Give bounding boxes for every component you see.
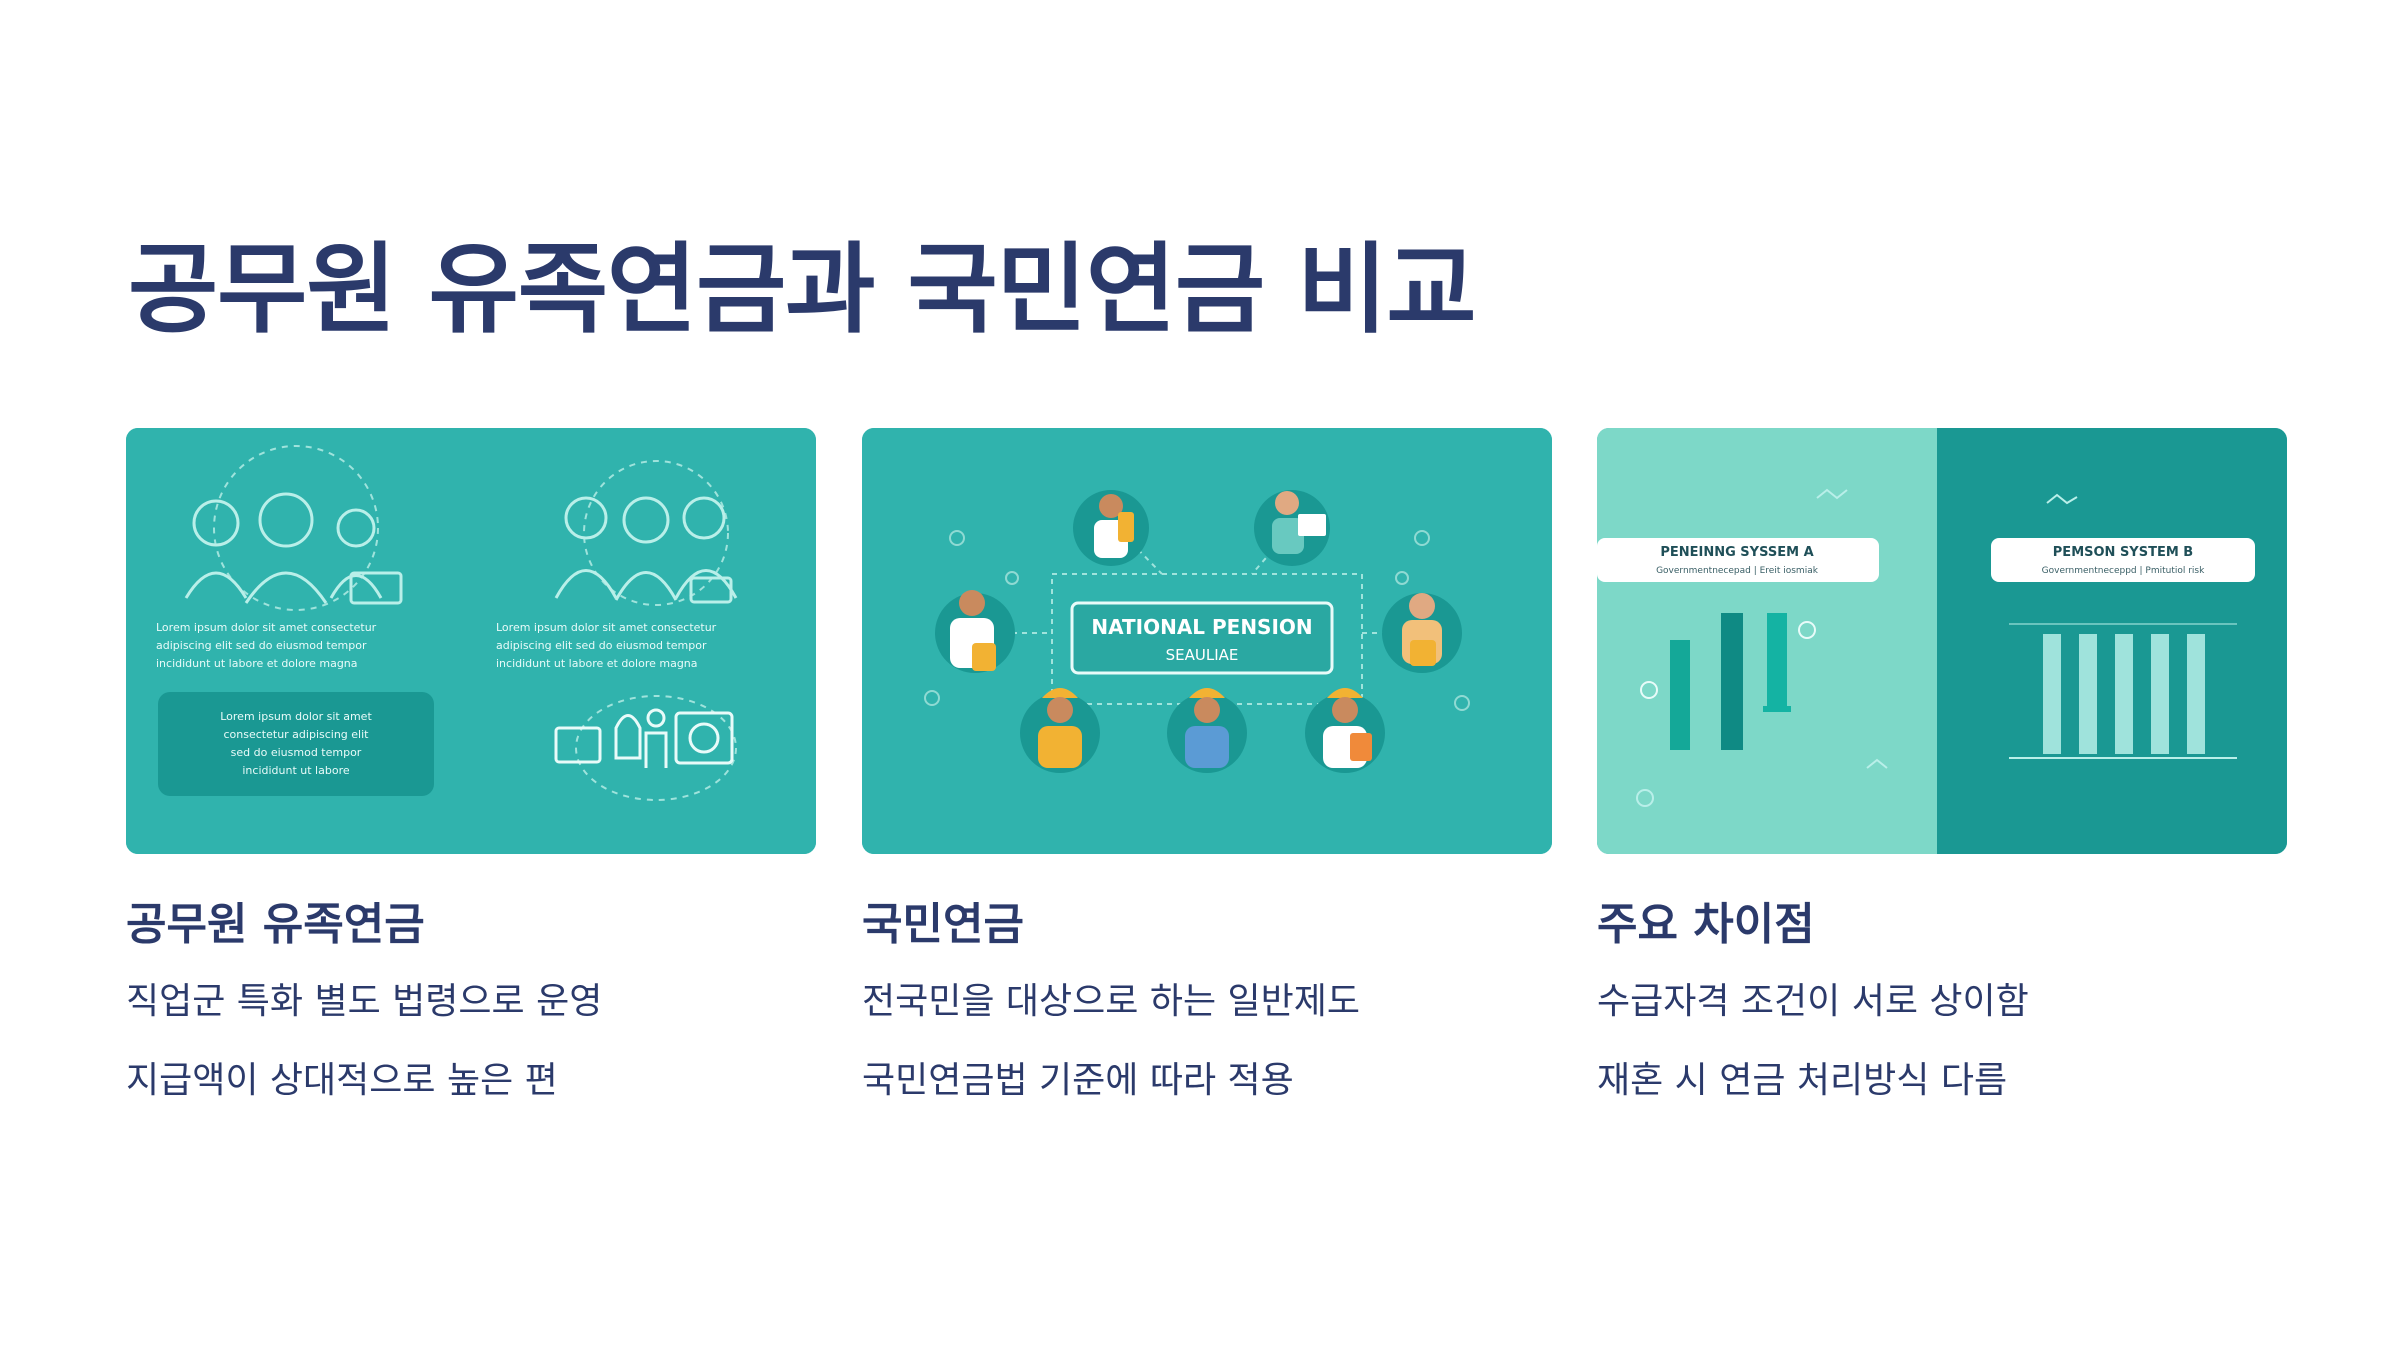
left-text-line-2: adipiscing elit sed do eiusmod tempor — [156, 639, 367, 652]
construction-worker-2-icon — [1167, 688, 1247, 773]
card-point-2: 지급액이 상대적으로 높은 편 — [126, 1059, 558, 1101]
people-group-right-icon — [554, 496, 738, 604]
left-text-line-1: Lorem ipsum dolor sit amet consectetur — [156, 621, 377, 634]
left-text-line-3: incididunt ut labore et dolore magna — [156, 657, 358, 670]
system-b-label: PEMSON SYSTEM B — [2053, 545, 2193, 560]
box-text-line-3: sed do eiusmod tempor — [231, 746, 362, 759]
box-text-line-2: consectetur adipiscing elit — [224, 728, 370, 741]
card-point-1: 전국민을 대상으로 하는 일반제도 — [862, 981, 1361, 1023]
doctor-with-coins-icon — [935, 590, 1015, 673]
card-point-1: 수급자격 조건이 서로 상이함 — [1597, 981, 2029, 1023]
card-heading: 국민연금 — [862, 899, 1024, 950]
card-key-differences: PENEINNG SYSSEM A Governmentnecepad | Er… — [1597, 428, 2287, 1105]
devices-icon — [554, 708, 734, 768]
civil-servant-illustration: Lorem ipsum dolor sit amet consectetur a… — [126, 428, 816, 854]
national-pension-illustration-svg: NATIONAL PENSION SEAULIAE — [862, 428, 1552, 854]
page-title: 공무원 유족연금과 국민연금 비교 — [128, 233, 1477, 347]
people-group-left-icon — [184, 492, 403, 605]
card-heading: 주요 차이점 — [1597, 899, 1815, 950]
system-a-label: PENEINNG SYSSEM A — [1660, 545, 1813, 560]
worker-with-coins-icon — [1382, 593, 1462, 673]
pension-box-title: NATIONAL PENSION — [1091, 615, 1312, 639]
box-text-line-4: incididunt ut labore — [242, 764, 349, 777]
right-text-line-2: adipiscing elit sed do eiusmod tempor — [496, 639, 707, 652]
card-point-2: 재혼 시 연금 처리방식 다름 — [1597, 1059, 2008, 1101]
box-text-line-1: Lorem ipsum dolor sit amet — [220, 710, 372, 723]
civil-servant-illustration-svg: Lorem ipsum dolor sit amet consectetur a… — [126, 428, 816, 854]
right-text-line-3: incididunt ut labore et dolore magna — [496, 657, 698, 670]
national-pension-illustration: NATIONAL PENSION SEAULIAE — [862, 428, 1552, 854]
system-a-bars — [1640, 613, 1816, 750]
card-point-1: 직업군 특화 별도 법령으로 운영 — [126, 981, 603, 1023]
card-national-pension: NATIONAL PENSION SEAULIAE — [862, 428, 1552, 1105]
differences-illustration: PENEINNG SYSSEM A Governmentnecepad | Er… — [1597, 428, 2287, 854]
construction-worker-3-icon — [1305, 688, 1385, 773]
card-heading: 공무원 유족연금 — [126, 899, 425, 950]
pension-box-subtitle: SEAULIAE — [1166, 646, 1239, 664]
system-b-sublabel: Governmentneceppd | Pmitutiol risk — [2042, 566, 2205, 576]
differences-illustration-svg: PENEINNG SYSSEM A Governmentnecepad | Er… — [1597, 428, 2287, 854]
doctor-figure-icon — [1073, 490, 1149, 566]
worker-with-document-icon — [1254, 490, 1330, 566]
system-a-sublabel: Governmentnecepad | Ereit iosmiak — [1656, 566, 1819, 576]
card-point-2: 국민연금법 기준에 따라 적용 — [862, 1059, 1294, 1101]
system-b-bars — [2009, 623, 2237, 759]
card-civil-servant-pension: Lorem ipsum dolor sit amet consectetur a… — [126, 428, 816, 1105]
construction-worker-1-icon — [1020, 688, 1100, 773]
right-text-line-1: Lorem ipsum dolor sit amet consectetur — [496, 621, 717, 634]
